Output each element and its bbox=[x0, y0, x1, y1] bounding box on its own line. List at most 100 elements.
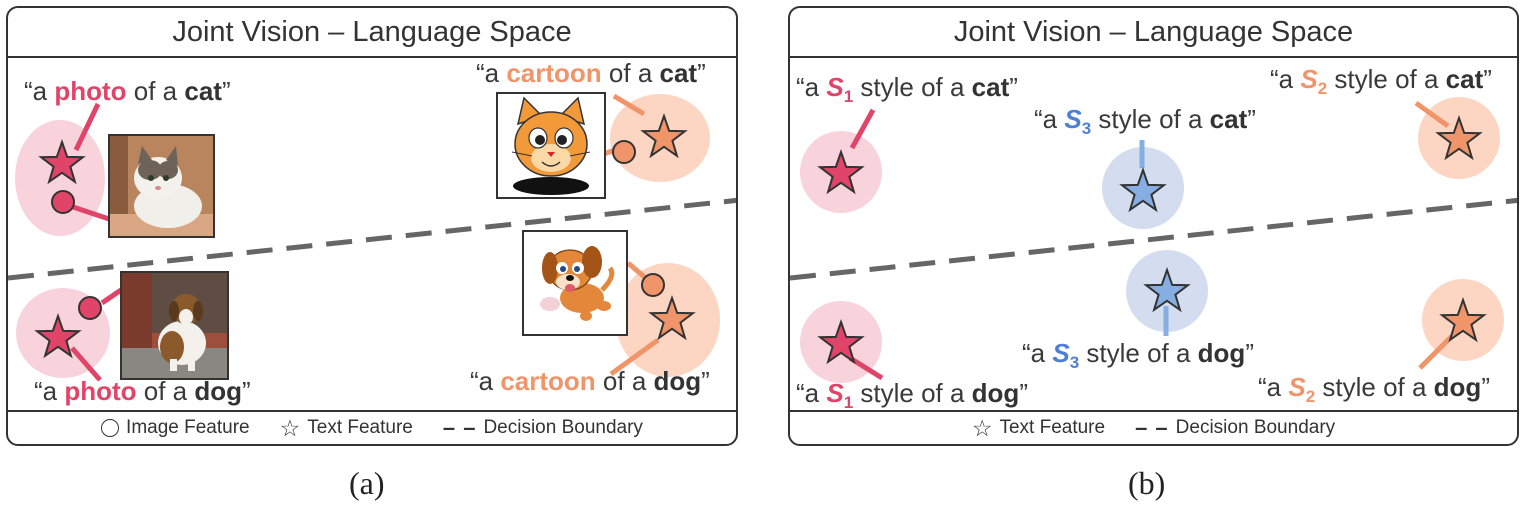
dog-cartoon-thumbnail bbox=[522, 230, 628, 336]
legend-text-feature: ☆ Text Feature bbox=[971, 414, 1106, 441]
label-text: “a bbox=[796, 72, 827, 102]
label-cartoon-dog: “a cartoon of a dog” bbox=[470, 366, 710, 397]
label-text: “a bbox=[476, 58, 507, 88]
decision-boundary bbox=[790, 197, 1517, 281]
connector-line bbox=[70, 346, 102, 382]
style-index: 3 bbox=[1069, 353, 1080, 373]
label-cartoon-cat: “a cartoon of a cat” bbox=[476, 58, 706, 89]
label-text: “a bbox=[34, 376, 65, 406]
legend-text-feature: ☆ Text Feature bbox=[279, 414, 413, 441]
panel-b: Joint Vision – Language Space “a S1 styl… bbox=[788, 6, 1519, 446]
style-letter: S bbox=[826, 378, 844, 408]
label-text: of a bbox=[126, 76, 185, 106]
cat-photo-icon bbox=[110, 136, 213, 236]
label-text: style of a bbox=[853, 72, 972, 102]
panel-a-title: Joint Vision – Language Space bbox=[8, 8, 736, 58]
label-text: ” bbox=[1245, 338, 1254, 368]
legend-image-feature: Image Feature bbox=[101, 417, 250, 439]
panel-b-title: Joint Vision – Language Space bbox=[790, 8, 1517, 58]
label-object: dog bbox=[971, 378, 1020, 408]
label-s3-dog: “a S3 style of a dog” bbox=[1022, 338, 1254, 373]
label-text: “a bbox=[1022, 338, 1053, 368]
label-s1-cat: “a S1 style of a cat” bbox=[796, 72, 1018, 107]
label-s1-dog: “a S1 style of a dog” bbox=[796, 378, 1028, 413]
label-text: ” bbox=[701, 366, 710, 396]
style-letter: S bbox=[1052, 338, 1070, 368]
connector-line bbox=[612, 93, 646, 117]
legend-label: Decision Boundary bbox=[1175, 417, 1336, 438]
text-feature-star bbox=[817, 318, 865, 365]
label-text: ” bbox=[1019, 378, 1028, 408]
text-feature-star bbox=[1143, 266, 1191, 313]
label-text: style of a bbox=[1091, 104, 1210, 134]
label-photo-dog: “a photo of a dog” bbox=[34, 376, 251, 407]
label-text: ” bbox=[1481, 372, 1490, 402]
cat-cartoon-thumbnail bbox=[496, 92, 606, 199]
label-text: style of a bbox=[1079, 338, 1198, 368]
label-style: S1 bbox=[826, 72, 853, 106]
connector-line bbox=[609, 337, 660, 377]
label-object: dog bbox=[194, 376, 243, 406]
label-photo-cat: “a photo of a cat” bbox=[24, 76, 231, 107]
style-index: 1 bbox=[843, 393, 854, 413]
label-keyword: photo bbox=[64, 376, 137, 406]
style-index: 1 bbox=[843, 87, 854, 107]
panel-a-space bbox=[8, 93, 736, 382]
star-icon: ☆ bbox=[279, 414, 301, 441]
image-feature-circle bbox=[51, 190, 75, 214]
cat-photo-thumbnail bbox=[108, 134, 215, 238]
dog-cartoon-icon bbox=[524, 232, 626, 334]
label-s2-cat: “a S2 style of a cat” bbox=[1270, 64, 1492, 99]
style-index: 2 bbox=[1317, 79, 1328, 99]
label-text: “a bbox=[24, 76, 55, 106]
cat-photo-cluster bbox=[15, 120, 105, 236]
label-text: ” bbox=[1009, 72, 1018, 102]
cat-cartoon-icon bbox=[498, 94, 604, 197]
label-text: “a bbox=[1258, 372, 1289, 402]
label-text: ” bbox=[697, 58, 706, 88]
label-keyword: photo bbox=[54, 76, 127, 106]
connector-line bbox=[1414, 100, 1450, 129]
text-feature-star bbox=[34, 312, 82, 359]
label-style: S2 bbox=[1288, 372, 1315, 406]
text-feature-star bbox=[38, 138, 86, 185]
label-s2-dog: “a S2 style of a dog” bbox=[1258, 372, 1490, 407]
text-feature-star bbox=[817, 148, 865, 195]
connector-line bbox=[848, 355, 884, 381]
label-style: S3 bbox=[1064, 104, 1091, 138]
label-text: style of a bbox=[853, 378, 972, 408]
connector-line bbox=[100, 287, 123, 306]
style-index: 3 bbox=[1081, 119, 1092, 139]
label-object: dog bbox=[653, 366, 702, 396]
label-style: S1 bbox=[826, 378, 853, 412]
style-index: 2 bbox=[1305, 387, 1316, 407]
dashed-line-icon: – – bbox=[442, 415, 477, 440]
circle-icon bbox=[101, 419, 120, 437]
label-object: cat bbox=[1445, 64, 1484, 94]
label-object: cat bbox=[659, 58, 698, 88]
caption-a: (a) bbox=[349, 465, 385, 501]
text-feature-star bbox=[640, 112, 688, 159]
panel-b-legend: ☆ Text Feature – – Decision Boundary bbox=[790, 410, 1517, 444]
label-text: “a bbox=[1270, 64, 1301, 94]
label-text: ” bbox=[1247, 104, 1256, 134]
label-style: S2 bbox=[1300, 64, 1327, 98]
image-feature-circle bbox=[78, 296, 102, 320]
style-letter: S bbox=[1300, 64, 1318, 94]
label-text: “a bbox=[796, 378, 827, 408]
legend-label: Image Feature bbox=[126, 417, 250, 438]
label-object: cat bbox=[184, 76, 222, 106]
connector-line bbox=[69, 203, 113, 223]
connector-line bbox=[73, 102, 101, 152]
label-object: dog bbox=[1433, 372, 1482, 402]
star-icon: ☆ bbox=[971, 414, 993, 441]
label-s3-cat: “a S3 style of a cat” bbox=[1034, 104, 1256, 139]
legend-label: Text Feature bbox=[999, 417, 1106, 438]
panel-b-space bbox=[790, 97, 1517, 383]
style-letter: S bbox=[1288, 372, 1306, 402]
text-feature-star bbox=[1119, 166, 1167, 213]
label-text: ” bbox=[242, 376, 251, 406]
label-text: of a bbox=[595, 366, 654, 396]
text-feature-star bbox=[1439, 296, 1487, 343]
legend-label: Decision Boundary bbox=[483, 417, 643, 438]
